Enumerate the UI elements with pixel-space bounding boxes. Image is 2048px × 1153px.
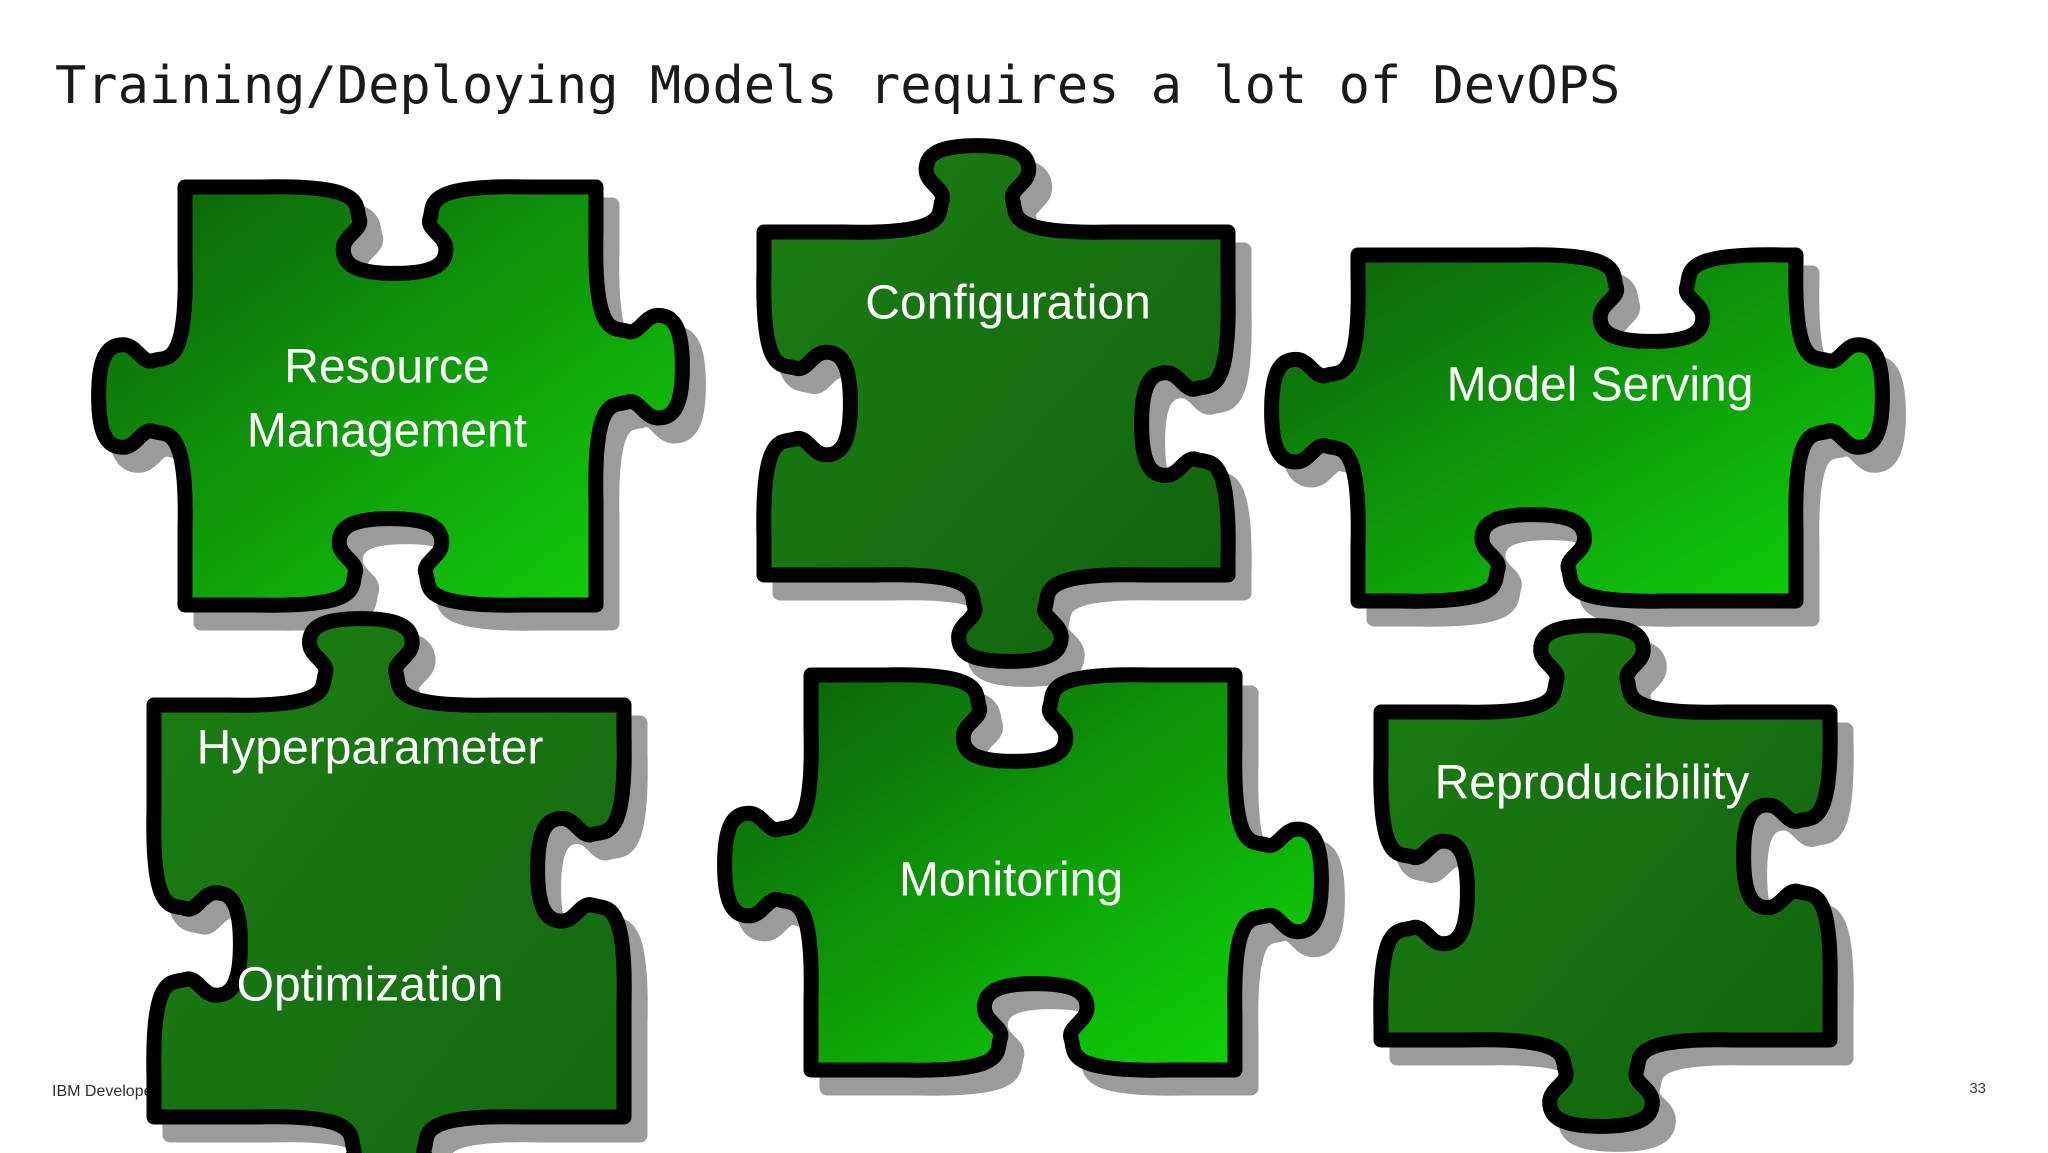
page-number: 33 [1969,1080,1986,1097]
puzzle-piece-configuration [756,138,1236,669]
puzzle-piece-monitoring [717,667,1329,1078]
puzzle-label-reproducibility: Reproducibility [1434,756,1750,810]
puzzle-label-configuration: Configuration [865,276,1151,330]
puzzle-label-hyperparameter: Hyperparameter [196,721,544,775]
puzzle-piece-resource-management [91,179,690,613]
puzzle-piece-reproducibility [1373,618,1838,1134]
puzzle-piece-hyperparameter-optimization [146,611,632,1153]
puzzle-label-monitoring: Monitoring [898,853,1124,907]
puzzle-label-model-serving: Model Serving [1446,358,1754,412]
puzzle-label-resource-management-line2: Management [246,404,528,458]
puzzle-label-resource-management-line1: Resource [284,340,490,394]
puzzle-piece-model-serving [1264,247,1890,609]
slide-title: Training/Deploying Models requires a lot… [55,56,1621,116]
puzzle-label-optimization: Optimization [236,958,504,1012]
